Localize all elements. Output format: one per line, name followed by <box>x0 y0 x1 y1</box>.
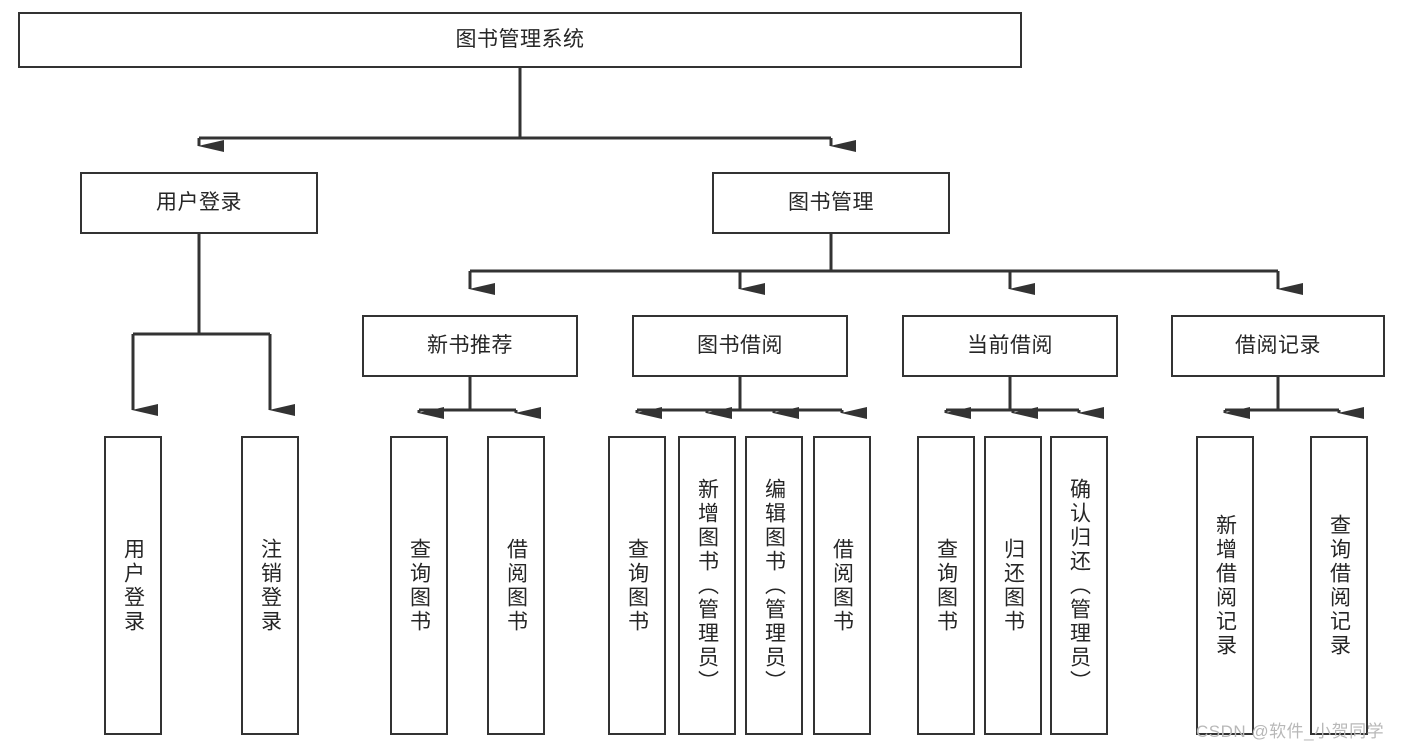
leaf-borrow-book-recommend[interactable]: 借阅图书 <box>487 436 545 735</box>
leaf-query-book-borrow[interactable]: 查询图书 <box>608 436 666 735</box>
leaf-query-book-recommend[interactable]: 查询图书 <box>390 436 448 735</box>
leaf-query-book-current[interactable]: 查询图书 <box>917 436 975 735</box>
node-user-login[interactable]: 用户登录 <box>80 172 318 234</box>
node-root[interactable]: 图书管理系统 <box>18 12 1022 68</box>
leaf-query-book-recommend-label: 查询图书 <box>407 537 431 634</box>
leaf-user-logout-label: 注销登录 <box>258 537 282 634</box>
leaf-confirm-return-admin-label: 确认归还（管理员） <box>1067 477 1091 694</box>
node-root-label: 图书管理系统 <box>455 28 585 52</box>
leaf-add-book-admin[interactable]: 新增图书（管理员） <box>678 436 736 735</box>
node-borrow-record-label: 借阅记录 <box>1235 334 1321 358</box>
leaf-add-borrow-record-label: 新增借阅记录 <box>1213 513 1237 658</box>
leaf-borrow-book-recommend-label: 借阅图书 <box>504 537 528 634</box>
leaf-return-book[interactable]: 归还图书 <box>984 436 1042 735</box>
node-book-management[interactable]: 图书管理 <box>712 172 950 234</box>
node-borrow-record[interactable]: 借阅记录 <box>1171 315 1385 377</box>
leaf-user-logout[interactable]: 注销登录 <box>241 436 299 735</box>
watermark: CSDN @软件_小贺同学 <box>1196 722 1385 741</box>
leaf-query-borrow-record-label: 查询借阅记录 <box>1327 513 1351 658</box>
leaf-query-book-current-label: 查询图书 <box>934 537 958 634</box>
leaf-borrow-book[interactable]: 借阅图书 <box>813 436 871 735</box>
leaf-query-book-borrow-label: 查询图书 <box>625 537 649 634</box>
node-user-login-label: 用户登录 <box>156 191 242 215</box>
node-current-borrow[interactable]: 当前借阅 <box>902 315 1118 377</box>
leaf-user-login-label: 用户登录 <box>121 537 145 634</box>
node-new-book-recommend[interactable]: 新书推荐 <box>362 315 578 377</box>
leaf-borrow-book-label: 借阅图书 <box>830 537 854 634</box>
node-book-borrow[interactable]: 图书借阅 <box>632 315 848 377</box>
node-book-borrow-label: 图书借阅 <box>697 334 783 358</box>
leaf-add-borrow-record[interactable]: 新增借阅记录 <box>1196 436 1254 735</box>
node-new-book-recommend-label: 新书推荐 <box>427 334 513 358</box>
leaf-edit-book-admin[interactable]: 编辑图书（管理员） <box>745 436 803 735</box>
leaf-edit-book-admin-label: 编辑图书（管理员） <box>762 477 786 694</box>
leaf-return-book-label: 归还图书 <box>1001 537 1025 634</box>
leaf-query-borrow-record[interactable]: 查询借阅记录 <box>1310 436 1368 735</box>
node-book-management-label: 图书管理 <box>788 191 874 215</box>
leaf-add-book-admin-label: 新增图书（管理员） <box>695 477 719 694</box>
node-current-borrow-label: 当前借阅 <box>967 334 1053 358</box>
leaf-confirm-return-admin[interactable]: 确认归还（管理员） <box>1050 436 1108 735</box>
leaf-user-login[interactable]: 用户登录 <box>104 436 162 735</box>
